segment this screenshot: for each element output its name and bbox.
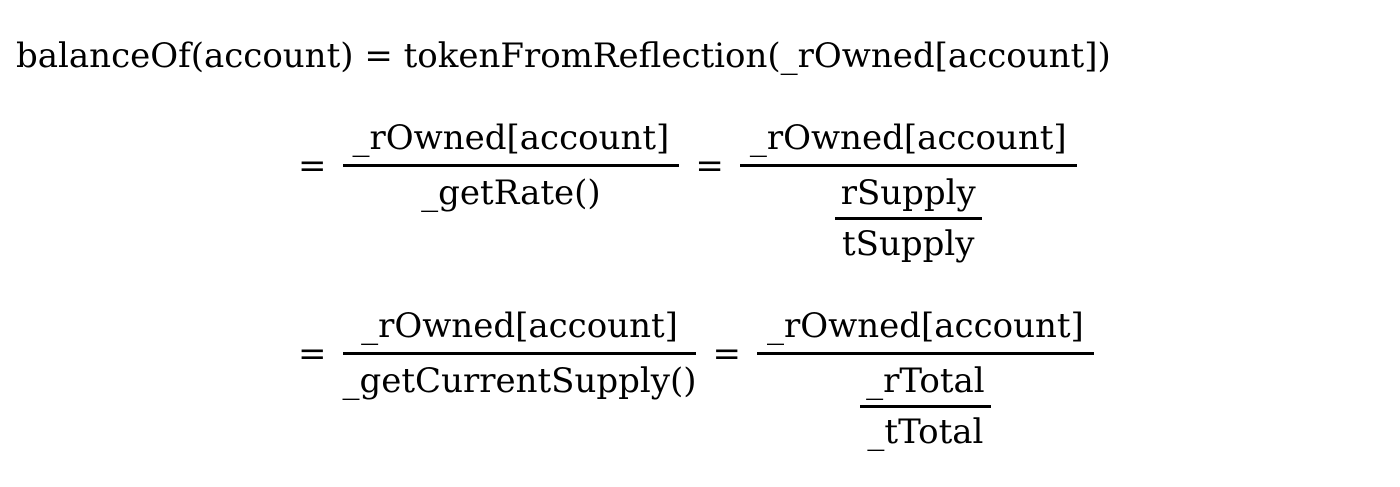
fraction-numerator: _rOwned[account]	[739, 118, 1077, 167]
equals-sign: =	[712, 334, 741, 374]
fraction-denominator: _tTotal	[867, 412, 984, 452]
equals-sign: =	[695, 146, 724, 186]
equals-sign: =	[298, 146, 327, 186]
formula-line-balanceof: balanceOf(account) = tokenFromReflection…	[16, 36, 1111, 76]
fraction-numerator: _rOwned[account]	[342, 118, 680, 167]
fraction-numerator: _rTotal	[860, 361, 991, 408]
fraction-numerator: rSupply	[834, 173, 982, 220]
fraction-rowned-over-rtotal-ttotal: _rOwned[account] _rTotal _tTotal	[756, 306, 1094, 452]
formula-row-getrate: = _rOwned[account] _getRate() = _rOwned[…	[298, 118, 1077, 264]
fraction-rowned-over-getcurrentsupply: _rOwned[account] _getCurrentSupply()	[342, 306, 697, 401]
fraction-denominator: tSupply	[842, 224, 975, 264]
fraction-numerator: _rOwned[account]	[342, 306, 697, 355]
nested-fraction-rtotal-ttotal: _rTotal _tTotal	[860, 361, 991, 452]
fraction-numerator: _rOwned[account]	[756, 306, 1094, 355]
fraction-rowned-over-rsupply-tsupply: _rOwned[account] rSupply tSupply	[739, 118, 1077, 264]
fraction-denominator: _getCurrentSupply()	[342, 361, 697, 401]
fraction-denominator: _rTotal _tTotal	[757, 355, 1094, 452]
equals-sign: =	[298, 334, 327, 374]
fraction-denominator: _getRate()	[421, 173, 601, 213]
fraction-denominator: rSupply tSupply	[740, 167, 1077, 264]
formula-row-getcurrentsupply: = _rOwned[account] _getCurrentSupply() =…	[298, 306, 1094, 452]
fraction-rowned-over-getrate: _rOwned[account] _getRate()	[342, 118, 680, 213]
nested-fraction-rsupply-tsupply: rSupply tSupply	[834, 173, 982, 264]
